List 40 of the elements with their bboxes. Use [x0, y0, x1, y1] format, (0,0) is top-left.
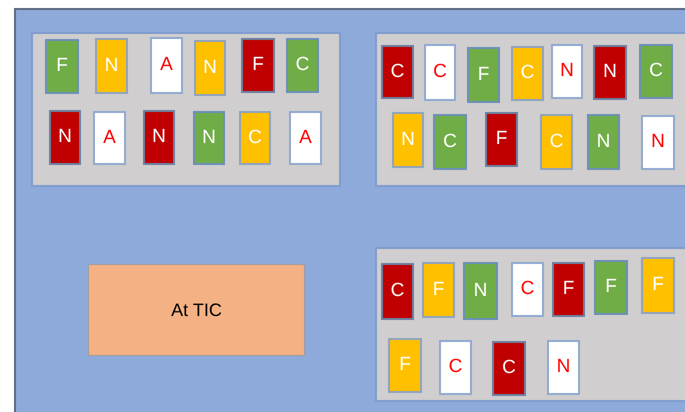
letter-card: C [381, 45, 414, 99]
card-tray [375, 247, 685, 402]
letter-card: F [45, 39, 79, 94]
label-box: At TIC [88, 264, 305, 356]
letter-card: N [593, 45, 627, 100]
letter-card: F [388, 338, 422, 393]
letter-card: N [194, 40, 226, 96]
letter-card: F [422, 262, 455, 318]
letter-card: A [150, 37, 183, 94]
letter-card: F [594, 260, 628, 315]
letter-card: C [433, 114, 467, 170]
letter-card: A [93, 111, 126, 165]
letter-card: C [381, 263, 414, 320]
letter-card: C [540, 114, 573, 170]
letter-card: F [641, 257, 675, 314]
letter-card: N [143, 110, 175, 165]
letter-card: N [392, 112, 424, 168]
letter-card: C [511, 262, 544, 317]
letter-card: N [49, 110, 81, 165]
letter-card: F [241, 38, 275, 93]
letter-card: C [286, 38, 319, 93]
letter-card: C [424, 44, 456, 101]
letter-card: C [511, 46, 544, 101]
letter-card: N [95, 38, 128, 94]
letter-card: C [639, 44, 673, 99]
letter-card: N [463, 262, 498, 320]
letter-card: N [587, 114, 620, 170]
letter-card: N [193, 111, 225, 165]
letter-card: N [547, 340, 580, 395]
letter-card: F [467, 47, 500, 103]
letter-card: C [439, 340, 472, 395]
letter-card: A [289, 111, 322, 165]
letter-card: F [485, 112, 518, 167]
letter-card: N [551, 44, 583, 99]
card-tray [31, 32, 341, 187]
letter-card: F [552, 262, 585, 317]
letter-card: N [641, 115, 675, 170]
letter-card: C [492, 341, 526, 396]
letter-card: C [239, 111, 271, 165]
card-tray [375, 32, 685, 187]
